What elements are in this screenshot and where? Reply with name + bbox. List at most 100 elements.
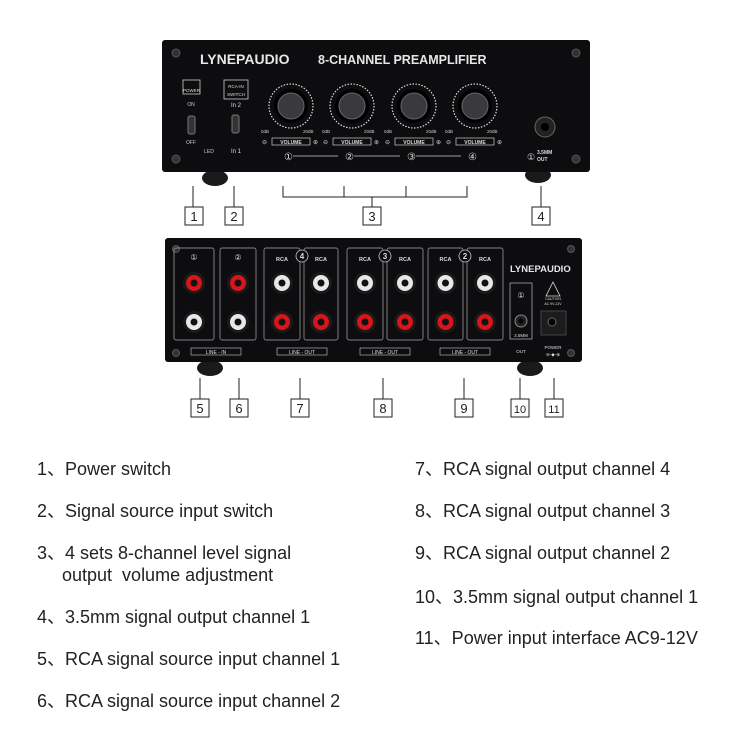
rca-label: RCA (276, 257, 288, 263)
callout-number: 2 (230, 209, 237, 224)
callout-box-6 (229, 398, 249, 418)
headphone-jack (541, 123, 549, 131)
minus-icon: ⊖ (262, 140, 267, 146)
volume-scale (268, 83, 314, 129)
knob-max-label: 20dB (487, 129, 498, 134)
caution-icon (545, 281, 561, 297)
dc-power-jack (547, 317, 557, 327)
volume-knob-3[interactable] (400, 92, 428, 120)
input-number: ① (190, 253, 197, 262)
knob-min-label: 0dB (384, 129, 392, 134)
callout-number: 6 (235, 401, 242, 416)
out-label: 3.5MM (537, 150, 552, 156)
callout-number: 1 (190, 209, 197, 224)
callout-number: 5 (196, 401, 203, 416)
callout-box-10 (510, 398, 530, 418)
minus-icon: ⊖ (446, 140, 451, 146)
channel-number: ③ (407, 152, 416, 163)
legend-item-8: 8、RCA signal output channel 3 (415, 501, 671, 521)
back-out-number: ① (517, 291, 524, 300)
callout-number: 10 (514, 404, 526, 416)
jack-label: 3.5MM (514, 333, 528, 338)
rca-label: RCA (440, 257, 452, 263)
switch-label: SWITCH (227, 92, 245, 97)
legend-item-11: 11、Power input interface AC9-12V (415, 628, 698, 648)
legend-item-1: 1、Power switch (37, 459, 172, 479)
plus-icon: ⊕ (497, 140, 502, 146)
rca-label: RCA (315, 257, 327, 263)
knob-min-label: 0dB (322, 129, 330, 134)
legend-item-9: 9、RCA signal output channel 2 (415, 543, 671, 563)
back-out-label: OUT (516, 349, 526, 354)
legend-item-3: 3、4 sets 8-channel level signal output v… (37, 543, 292, 585)
back-3.5mm-jack (518, 318, 524, 324)
callout-box-9 (454, 398, 474, 418)
knob-max-label: 20dB (426, 129, 437, 134)
channel-number: ② (345, 152, 354, 163)
legend-item-6: 6、RCA signal source input channel 2 (37, 691, 341, 711)
plus-icon: ⊕ (313, 140, 318, 146)
volume-label: VOLUME (280, 140, 302, 146)
off-label: OFF (186, 140, 196, 146)
callout-number: 8 (379, 401, 386, 416)
callout-box-11 (544, 398, 564, 418)
callout-box-2 (224, 206, 244, 226)
callout-number: 7 (296, 401, 303, 416)
polarity-symbol: ⊖-◆-⊕ (546, 352, 560, 357)
legend-item-4: 4、3.5mm signal output channel 1 (37, 607, 311, 627)
rca-label: RCA (399, 257, 411, 263)
line-out-label: LINE - OUT (289, 350, 315, 356)
callout-number: 4 (537, 209, 544, 224)
legend-item-7: 7、RCA signal output channel 4 (415, 459, 671, 479)
power-label: POWER (183, 88, 201, 93)
callout-box-4 (531, 206, 551, 226)
back-faceplate (165, 238, 582, 362)
volume-label: VOLUME (341, 140, 363, 146)
rca-label: RCA (359, 257, 371, 263)
out-label: OUT (537, 157, 548, 163)
in1-label: In 1 (231, 149, 242, 155)
volume-scale (329, 83, 375, 129)
legend-item-2: 2、Signal source input switch (37, 501, 274, 521)
volume-scale (452, 83, 498, 129)
knob-max-label: 20dB (303, 129, 314, 134)
front-panel: LYNEPAUDIO 8-CHANNEL PREAMPLIFIER POWER … (162, 40, 590, 186)
front-model: 8-CHANNEL PREAMPLIFIER (318, 53, 487, 67)
callout-box-7 (290, 398, 310, 418)
callout-lines (192, 186, 555, 399)
channel-number: ① (284, 152, 293, 163)
input-switch[interactable] (231, 114, 240, 134)
plus-icon: ⊕ (374, 140, 379, 146)
caution-voltage: AC 9V-12V (544, 302, 562, 306)
volume-knob-2[interactable] (338, 92, 366, 120)
foot (202, 170, 228, 186)
callout-box-8 (373, 398, 393, 418)
input-number: ② (234, 253, 241, 262)
callout-box-5 (190, 398, 210, 418)
output-channel-number: 4 (300, 252, 305, 261)
volume-knob-1[interactable] (277, 92, 305, 120)
minus-icon: ⊖ (323, 140, 328, 146)
line-out-label: LINE - OUT (452, 350, 478, 356)
knob-min-label: 0dB (445, 129, 453, 134)
volume-label: VOLUME (403, 140, 425, 146)
callout-number: 11 (548, 404, 559, 416)
led-label: LED (204, 149, 214, 155)
rca-label: RCA (479, 257, 491, 263)
front-brand: LYNEPAUDIO (200, 51, 290, 67)
back-brand: LYNEPAUDIO (510, 264, 571, 275)
caution-label: CAUTION (545, 297, 561, 301)
volume-label: VOLUME (464, 140, 486, 146)
output-channel-number: 3 (383, 252, 388, 261)
legend-item-10: 10、3.5mm signal output channel 1 (415, 587, 699, 607)
plus-icon: ⊕ (436, 140, 441, 146)
power-switch[interactable] (187, 115, 196, 135)
callout-number: 9 (460, 401, 467, 416)
volume-knob-4[interactable] (461, 92, 489, 120)
front-faceplate (162, 40, 590, 172)
back-power-label: POWER (544, 345, 562, 350)
knob-max-label: 20dB (364, 129, 375, 134)
line-out-label: LINE - OUT (372, 350, 398, 356)
